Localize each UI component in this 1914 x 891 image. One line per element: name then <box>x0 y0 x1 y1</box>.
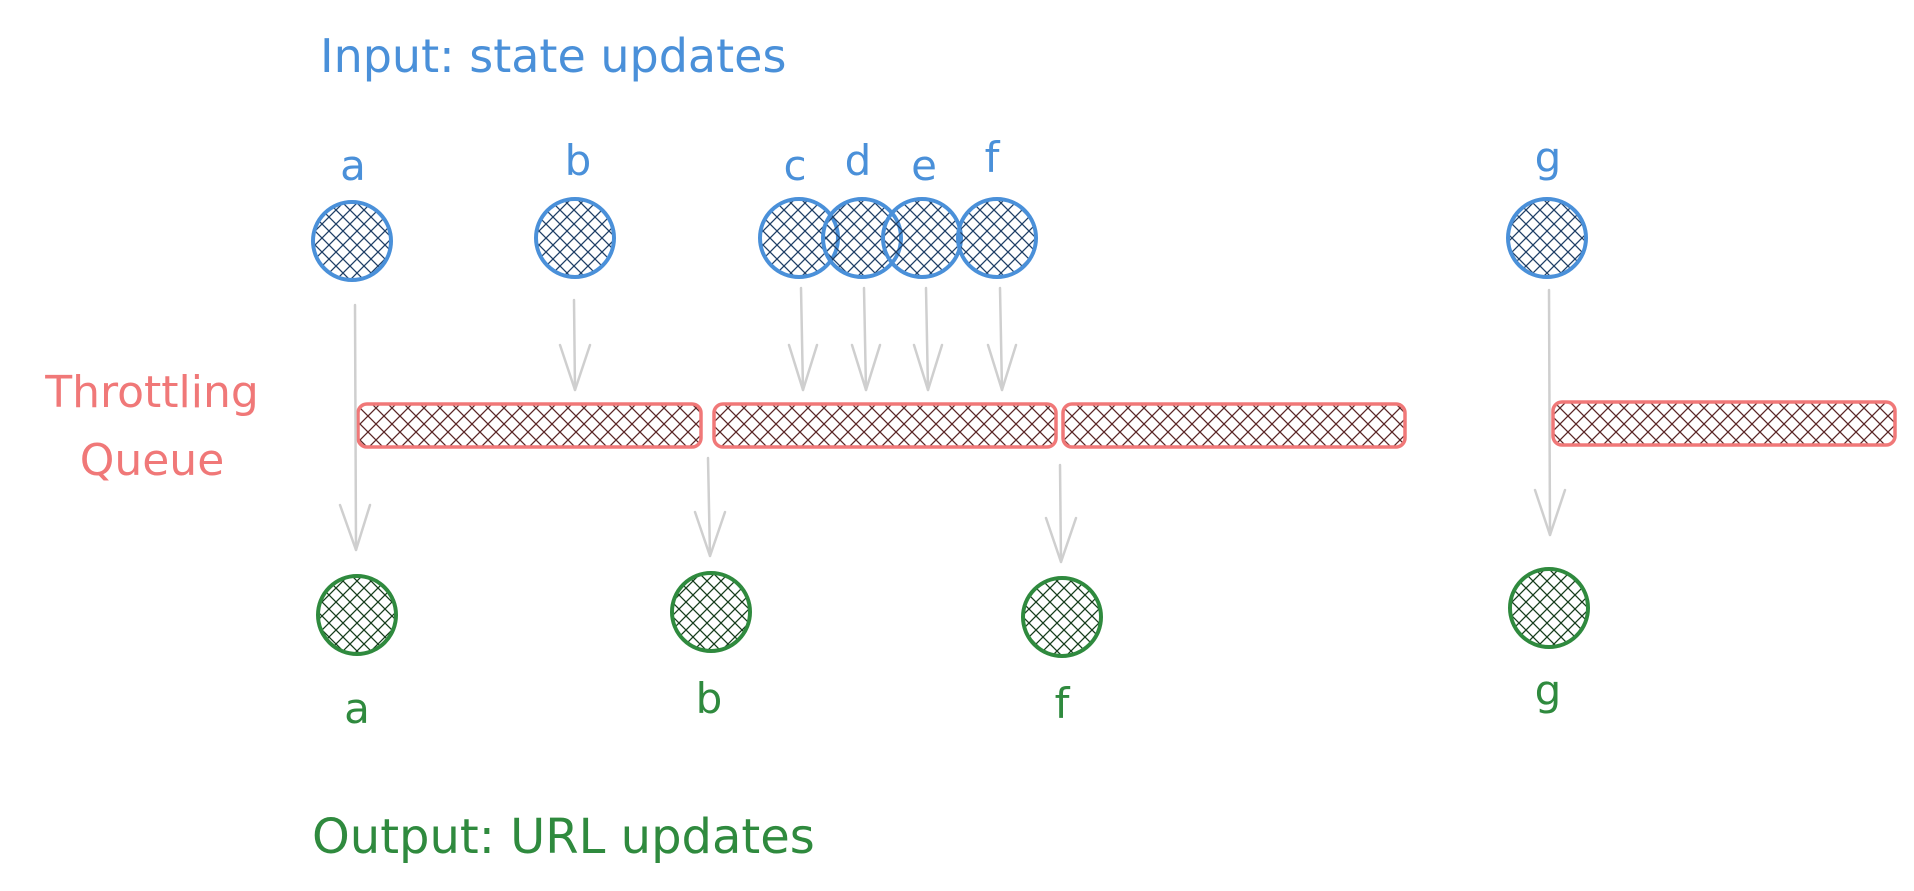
arrow-e-into-queue <box>912 286 944 392</box>
input-label-f: f <box>985 133 1001 182</box>
output-title: Output: URL updates <box>312 809 815 865</box>
output-update-f <box>1021 576 1103 658</box>
output-label-g: g <box>1535 666 1562 715</box>
input-label-g: g <box>1535 133 1562 182</box>
arrow-f-into-queue <box>986 286 1018 392</box>
output-update-a <box>316 574 398 656</box>
arrow-d-into-queue <box>850 286 882 392</box>
output-label-a: a <box>344 684 370 733</box>
input-label-e: e <box>911 141 937 190</box>
input-update-e <box>881 197 963 279</box>
input-label-a: a <box>340 141 366 190</box>
input-update-g <box>1506 197 1588 279</box>
arrow-g-passthrough <box>1533 288 1567 537</box>
input-update-f <box>956 197 1038 279</box>
output-label-b: b <box>696 674 723 723</box>
output-update-g <box>1508 567 1590 649</box>
arrow-b-out <box>693 456 727 558</box>
queue-window-1 <box>356 402 703 449</box>
input-title: Input: state updates <box>320 29 786 83</box>
input-label-b: b <box>565 136 592 185</box>
queue-title-line1: Throttling <box>44 367 259 418</box>
input-label-c: c <box>783 141 806 190</box>
queue-window-4 <box>1551 400 1897 447</box>
output-update-b <box>670 571 752 653</box>
input-update-a <box>311 200 393 282</box>
arrow-c-into-queue <box>787 286 819 392</box>
arrow-b-into-queue <box>558 298 592 392</box>
input-update-b <box>534 197 616 279</box>
arrow-f-out <box>1044 463 1078 564</box>
queue-title-line2: Queue <box>80 435 225 486</box>
input-label-d: d <box>845 136 872 185</box>
queue-window-3 <box>1061 402 1407 449</box>
queue-window-2 <box>712 402 1058 449</box>
output-label-f: f <box>1055 679 1071 728</box>
arrow-a-passthrough <box>338 303 372 552</box>
